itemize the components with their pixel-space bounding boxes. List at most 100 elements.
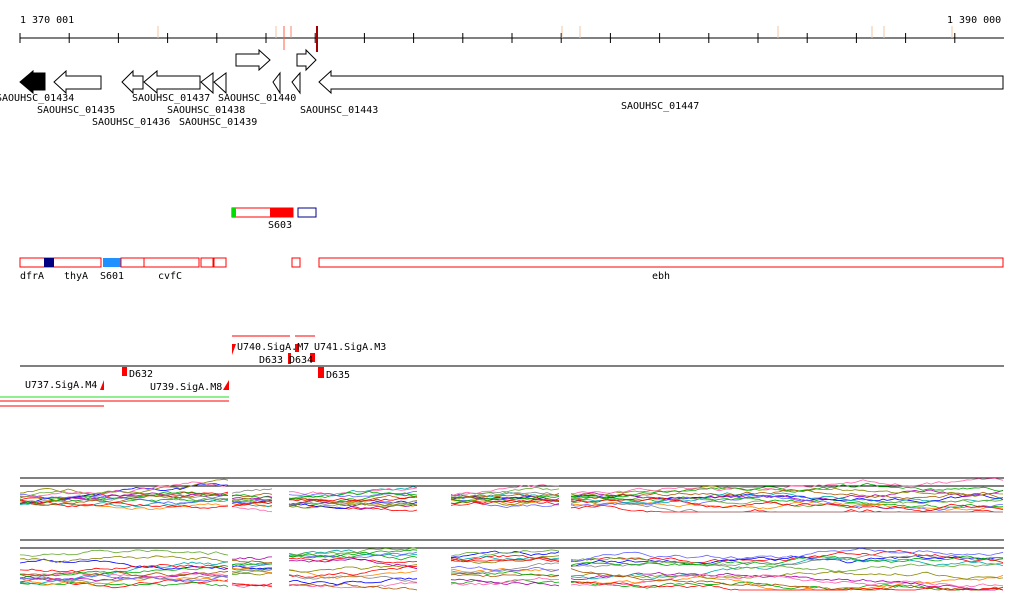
expression-line xyxy=(450,565,560,572)
expression-line xyxy=(570,485,1004,497)
expression-line xyxy=(450,577,560,586)
feature-label: dfrA xyxy=(20,271,44,282)
expression-line xyxy=(570,573,1004,588)
expression-line xyxy=(19,490,229,502)
gene-arrow-01440[interactable] xyxy=(235,48,271,72)
expression-line xyxy=(19,570,229,577)
expression-line xyxy=(288,564,418,573)
expression-line xyxy=(570,555,1004,567)
expression-line xyxy=(231,563,273,569)
expression-line xyxy=(450,549,560,557)
expression-line xyxy=(288,494,418,504)
gene-arrow-01439[interactable] xyxy=(213,72,227,95)
feature-segment-dfrA xyxy=(44,258,54,267)
promoter-label: U737.SigA.M4 xyxy=(25,380,97,391)
expression-line xyxy=(231,501,273,507)
expression-line xyxy=(288,551,418,559)
feature-track-lower: dfrA thyA S601 cvfC ebh xyxy=(19,257,1004,282)
expression-line xyxy=(570,501,1004,511)
gene-arrow-small-1[interactable] xyxy=(272,71,281,95)
feature-label: ebh xyxy=(652,271,670,282)
expression-line xyxy=(19,558,229,570)
promoter-label: U739.SigA.M8 xyxy=(150,382,222,393)
expression-line xyxy=(19,555,228,563)
expression-line xyxy=(450,495,560,502)
gene-label: SAOUHSC_01435 xyxy=(37,105,115,116)
expression-line xyxy=(288,565,418,578)
expression-line xyxy=(231,568,273,576)
expression-line xyxy=(288,558,418,570)
feature-box[interactable] xyxy=(213,257,227,268)
gene-arrow-small-2[interactable] xyxy=(291,71,301,95)
expression-line xyxy=(231,567,272,573)
promoter-label: D632 xyxy=(129,369,153,380)
expression-line xyxy=(288,577,418,586)
gene-arrow-01436[interactable] xyxy=(121,69,144,95)
gene-label: SAOUHSC_01439 xyxy=(179,117,257,128)
expression-line xyxy=(570,581,1004,591)
expression-line xyxy=(570,554,1004,568)
gene-arrow-01437[interactable] xyxy=(143,69,201,95)
expression-line xyxy=(19,564,229,578)
expression-line xyxy=(570,571,1004,591)
expression-line xyxy=(288,504,418,512)
feature-box-blue[interactable] xyxy=(297,207,317,218)
expression-line xyxy=(19,564,229,573)
expression-line xyxy=(450,557,560,563)
gene-arrow-01434[interactable] xyxy=(19,69,46,95)
expression-line xyxy=(288,490,418,498)
expression-line xyxy=(450,570,560,577)
expression-line xyxy=(19,493,229,506)
expression-line xyxy=(571,477,1004,494)
feature-segment-red xyxy=(270,208,293,217)
coordinate-ruler: 1 370 001 1 390 000 xyxy=(19,15,1004,52)
promoter-label: D633 xyxy=(259,355,283,366)
expression-line xyxy=(450,490,560,497)
feature-box[interactable] xyxy=(291,257,301,268)
feature-box-ebh[interactable] xyxy=(318,257,1004,268)
expression-line xyxy=(570,548,1004,562)
expression-line xyxy=(231,500,273,508)
feature-label-s603: S603 xyxy=(268,220,292,231)
gene-track: SAOUHSC_01434 SAOUHSC_01435 SAOUHSC_0143… xyxy=(0,48,1004,128)
promoter-label: D635 xyxy=(326,370,350,381)
expression-line xyxy=(231,562,273,566)
expression-line xyxy=(570,497,1004,513)
expression-line xyxy=(231,569,273,573)
expression-line xyxy=(570,500,1003,513)
expression-line xyxy=(231,559,273,564)
promoter-label: U740.SigA.M7 xyxy=(237,342,309,353)
expression-line xyxy=(450,493,560,498)
expression-line xyxy=(570,482,1004,499)
gene-arrow-01438[interactable] xyxy=(200,72,214,95)
gene-arrow-01435[interactable] xyxy=(53,69,102,95)
feature-box[interactable] xyxy=(200,257,214,268)
gene-label: SAOUHSC_01447 xyxy=(621,101,699,112)
ruler-start-label: 1 370 001 xyxy=(20,15,74,26)
gene-arrow-01443[interactable] xyxy=(296,48,317,72)
expression-line xyxy=(231,567,273,571)
expression-line xyxy=(19,574,229,582)
expression-line xyxy=(231,488,273,494)
feature-label: cvfC xyxy=(158,271,182,282)
expression-line xyxy=(20,493,228,505)
feature-segment-green xyxy=(232,208,236,217)
gene-arrow-01447[interactable] xyxy=(318,69,1004,95)
expression-line xyxy=(231,505,273,513)
expression-line xyxy=(288,582,418,591)
feature-box[interactable] xyxy=(19,257,102,268)
expression-line xyxy=(19,499,229,509)
feature-box-cvfC[interactable] xyxy=(120,257,200,268)
promoter-label: D634 xyxy=(289,355,313,366)
expression-line xyxy=(288,496,418,502)
feature-segment-S601[interactable] xyxy=(103,258,121,267)
expression-line xyxy=(570,568,1004,591)
promoter-label: U741.SigA.M3 xyxy=(314,342,386,353)
expression-line xyxy=(288,569,418,579)
feature-label: thyA xyxy=(64,271,88,282)
expression-line xyxy=(288,547,418,556)
expression-line xyxy=(450,499,559,509)
expression-line xyxy=(450,498,560,506)
